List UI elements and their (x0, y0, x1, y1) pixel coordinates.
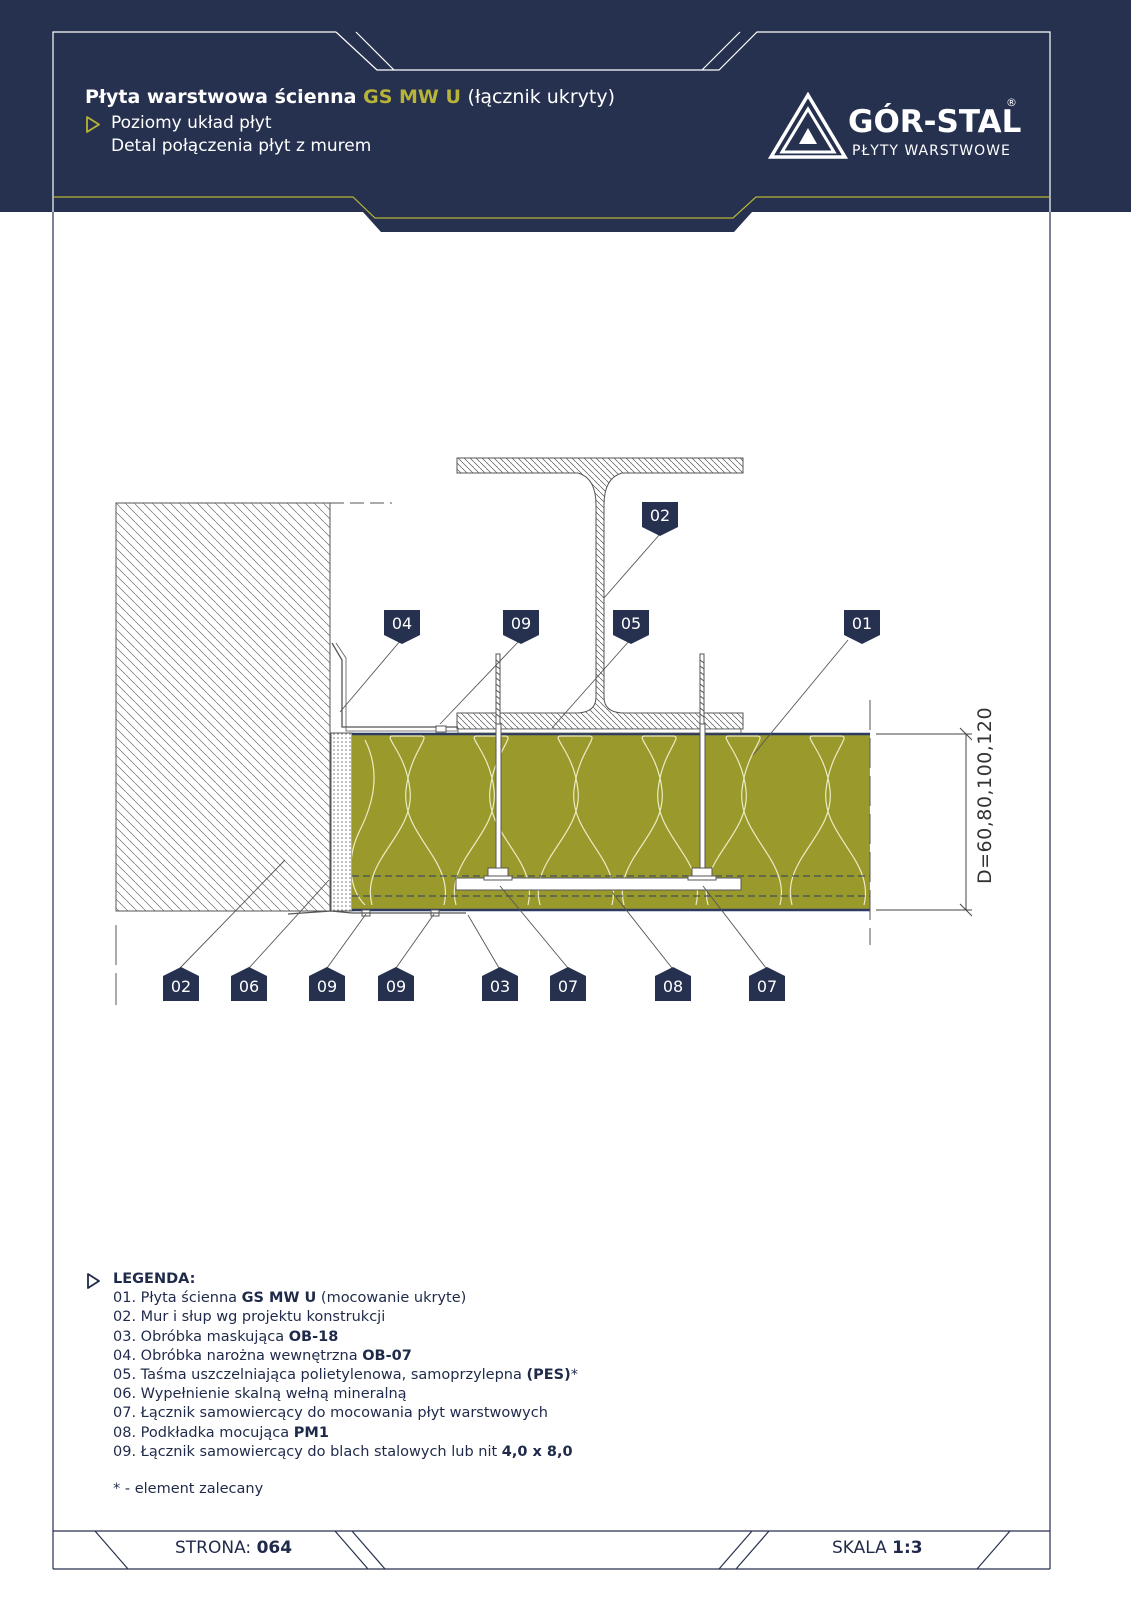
legend-item-bold: PM1 (293, 1424, 329, 1441)
callout-label-08: 08 (662, 977, 684, 996)
logo-registered: ® (1006, 96, 1017, 109)
legend-item-suffix: (mocowanie ukryte) (316, 1290, 467, 1307)
legend-item-text: 08. Podkładka mocująca (113, 1424, 294, 1441)
legend-item-bold: GS MW U (241, 1290, 317, 1307)
legend-title-text: LEGENDA: (113, 1271, 196, 1287)
legend-item-suffix: * (570, 1367, 578, 1384)
legend-item: 06. Wypełnienie skalną wełną mineralną (86, 1385, 578, 1404)
legend-item-text: 02. Mur i słup wg projektu konstrukcji (113, 1309, 386, 1326)
callout-label-09: 09 (510, 614, 532, 633)
legend-items: 01. Płyta ścienna GS MW U (mocowanie ukr… (86, 1289, 578, 1462)
callout-label-05: 05 (620, 614, 642, 633)
footer-page: STRONA: 064 (175, 1538, 292, 1558)
title-suffix: (łącznik ukryty) (467, 86, 615, 108)
header-band (0, 0, 1131, 232)
callout-label-01: 01 (851, 614, 873, 633)
callout-label-06: 06 (238, 977, 260, 996)
legend-item-text: 05. Taśma uszczelniająca polietylenowa, … (113, 1367, 527, 1384)
callout-label-07: 07 (557, 977, 579, 996)
subtitle-1-text: Poziomy układ płyt (111, 113, 272, 133)
legend-item: 01. Płyta ścienna GS MW U (mocowanie ukr… (86, 1289, 578, 1308)
callout-label-02: 02 (170, 977, 192, 996)
title-prefix: Płyta warstwowa ścienna (85, 86, 357, 108)
legend-item-text: 07. Łącznik samowiercący do mocowania pł… (113, 1405, 548, 1422)
page-number: 064 (256, 1538, 293, 1558)
title-block: Płyta warstwowa ścienna GS MW U (łącznik… (85, 86, 615, 156)
legend-item: 08. Podkładka mocująca PM1 (86, 1424, 578, 1443)
legend-item-text: 04. Obróbka narożna wewnętrzna (113, 1347, 363, 1364)
triangle-bullet-icon (87, 1273, 100, 1289)
legend-item: 07. Łącznik samowiercący do mocowania pł… (86, 1404, 578, 1423)
callout-label-07: 07 (756, 977, 778, 996)
legend-item-text: 01. Płyta ścienna (113, 1290, 242, 1307)
legend-title: LEGENDA: (86, 1270, 578, 1289)
legend: LEGENDA: 01. Płyta ścienna GS MW U (moco… (86, 1270, 578, 1499)
page-title: Płyta warstwowa ścienna GS MW U (łącznik… (85, 86, 615, 108)
triangle-bullet-icon (86, 116, 100, 133)
dimension-label: D=60,80,100,120 (974, 706, 996, 884)
callout-label-04: 04 (391, 614, 413, 633)
callout-label-02: 02 (649, 506, 671, 525)
subtitle-1: Poziomy układ płyt (85, 113, 615, 133)
legend-item-bold: OB-18 (288, 1328, 339, 1345)
page-label: STRONA: (175, 1538, 252, 1558)
logo-tagline: PŁYTY WARSTWOWE (852, 143, 1011, 159)
legend-item: 04. Obróbka narożna wewnętrzna OB-07 (86, 1347, 578, 1366)
legend-item: 05. Taśma uszczelniająca polietylenowa, … (86, 1366, 578, 1385)
footer-scale: SKALA 1:3 (832, 1538, 923, 1558)
scale-label: SKALA (832, 1538, 887, 1558)
legend-item-text: 03. Obróbka maskująca (113, 1328, 289, 1345)
callout-label-09: 09 (385, 977, 407, 996)
triangle-logo-icon (768, 92, 848, 159)
legend-item-text: 09. Łącznik samowiercący do blach stalow… (113, 1443, 502, 1460)
callout-label-09: 09 (316, 977, 338, 996)
legend-item-bold: (PES) (526, 1367, 571, 1384)
callout-label-03: 03 (489, 977, 511, 996)
legend-item-bold: 4,0 x 8,0 (501, 1443, 573, 1460)
subtitle-2: Detal połączenia płyt z murem (111, 136, 372, 156)
title-accent: GS MW U (363, 86, 461, 108)
legend-note: * - element zalecany (113, 1481, 264, 1498)
legend-item-bold: OB-07 (362, 1347, 412, 1364)
scale-value: 1:3 (892, 1538, 923, 1558)
legend-item-text: 06. Wypełnienie skalną wełną mineralną (113, 1386, 407, 1403)
legend-item: 09. Łącznik samowiercący do blach stalow… (86, 1443, 578, 1462)
logo-name: GÓR-STAL (848, 104, 1022, 140)
legend-item: 02. Mur i słup wg projektu konstrukcji (86, 1308, 578, 1327)
legend-item: 03. Obróbka maskująca OB-18 (86, 1328, 578, 1347)
